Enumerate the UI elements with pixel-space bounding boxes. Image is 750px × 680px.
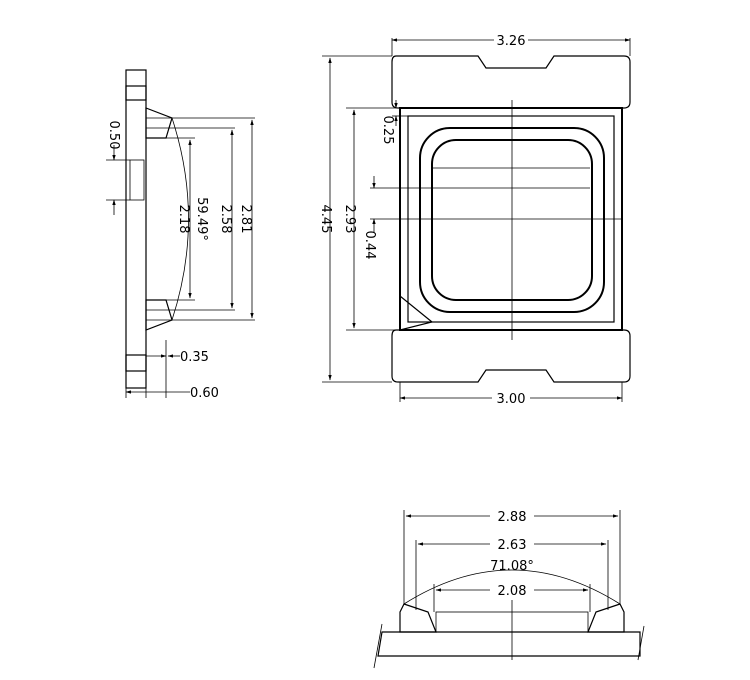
side-reflector-top	[145, 107, 173, 139]
side-dim-inner: 2.18	[176, 205, 191, 234]
side-chip	[129, 159, 145, 201]
side-dim-mid: 2.58	[218, 205, 233, 234]
section-dim-outer: 2.88	[498, 510, 527, 525]
side-view: 2.18 59.49° 2.58 2.81 0.50 0.35 0.60	[106, 69, 255, 401]
side-dim-thickness: 0.60	[190, 386, 219, 401]
section-reflector-left	[399, 603, 437, 633]
section-reflector-right	[587, 603, 625, 633]
side-lead-bottom	[125, 354, 147, 372]
side-substrate	[125, 69, 147, 389]
top-dim-gap: 0.25	[380, 116, 395, 145]
side-lead-top	[125, 85, 147, 101]
section-dim-mid: 2.63	[498, 538, 527, 553]
side-dim-height-small: 0.50	[106, 121, 121, 150]
side-dim-step: 0.35	[180, 350, 209, 365]
top-view: 3.26 4.45 2.93 0.25 0.44 3.00	[318, 34, 631, 407]
top-lead-top	[391, 55, 631, 109]
top-dim-body-height: 2.93	[342, 205, 357, 234]
section-lens-arc	[403, 569, 621, 605]
top-dim-total-height: 4.45	[318, 205, 333, 234]
side-dim-angle: 59.49°	[194, 197, 209, 241]
cathode-mark	[399, 294, 434, 331]
top-dim-offset: 0.44	[362, 231, 377, 260]
side-reflector-bottom	[145, 299, 173, 331]
top-dim-width-bottom: 3.00	[497, 392, 526, 407]
section-view: 2.88 2.63 71.08° 2.08	[373, 510, 645, 669]
section-dim-inner: 2.08	[498, 584, 527, 599]
top-lead-bottom	[391, 329, 631, 383]
section-substrate	[377, 631, 641, 657]
section-dim-angle: 71.08°	[490, 559, 534, 574]
side-dim-outer: 2.81	[238, 205, 253, 234]
top-dim-width-top: 3.26	[497, 34, 526, 49]
